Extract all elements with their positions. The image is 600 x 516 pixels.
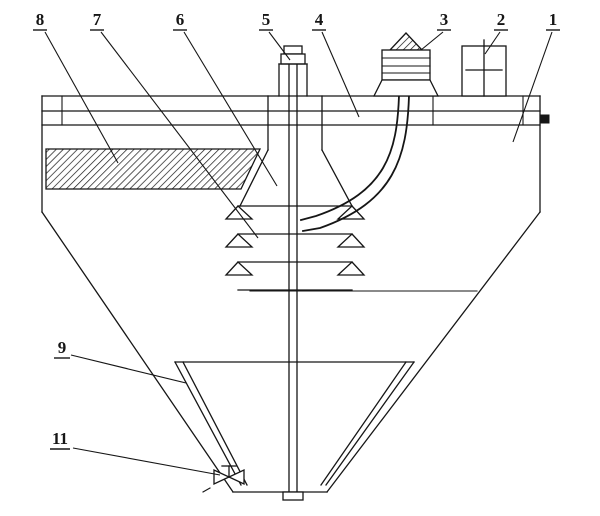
feed-pipe	[299, 95, 410, 233]
leader-9	[70, 354, 187, 384]
part-label-6: 6	[176, 10, 185, 29]
auxiliary-box	[461, 39, 507, 97]
leader-6	[183, 31, 278, 187]
part-label-7: 7	[93, 10, 102, 29]
shaft-bottom-foot	[282, 491, 304, 501]
part-label-4: 4	[315, 10, 324, 29]
part-label-2: 2	[497, 10, 506, 29]
leader-2	[484, 31, 501, 55]
part-label-3: 3	[440, 10, 449, 29]
part-label-5: 5	[262, 10, 271, 29]
tank-shell	[41, 95, 550, 493]
shaft-top-knob	[283, 45, 303, 55]
part-label-8: 8	[36, 10, 45, 29]
leader-7	[100, 31, 259, 239]
side-nozzle	[539, 114, 550, 124]
part-label-1: 1	[549, 10, 558, 29]
motor-base	[372, 79, 440, 97]
center-shaft	[278, 45, 308, 501]
drive-unit	[372, 32, 440, 97]
baffle-stack	[224, 205, 366, 291]
feedwell-column	[239, 95, 353, 207]
shaft-top-cap	[280, 53, 306, 65]
inner-cone-liner	[174, 361, 415, 486]
motor-body	[381, 49, 431, 81]
leader-4	[321, 31, 360, 118]
inclined-plate-pack	[45, 148, 262, 190]
bottom-valve	[202, 465, 245, 493]
leader-8	[44, 31, 119, 164]
part-label-9: 9	[58, 338, 67, 357]
leader-11	[72, 447, 221, 476]
leader-5	[268, 31, 291, 61]
motor-cap	[388, 32, 424, 51]
leader-lines	[44, 31, 553, 476]
part-labels: 8 7 6 5 4 3 2 1 9 11	[33, 10, 560, 450]
leader-1	[512, 31, 553, 143]
part-label-11: 11	[52, 429, 68, 448]
leader-3	[420, 31, 444, 51]
